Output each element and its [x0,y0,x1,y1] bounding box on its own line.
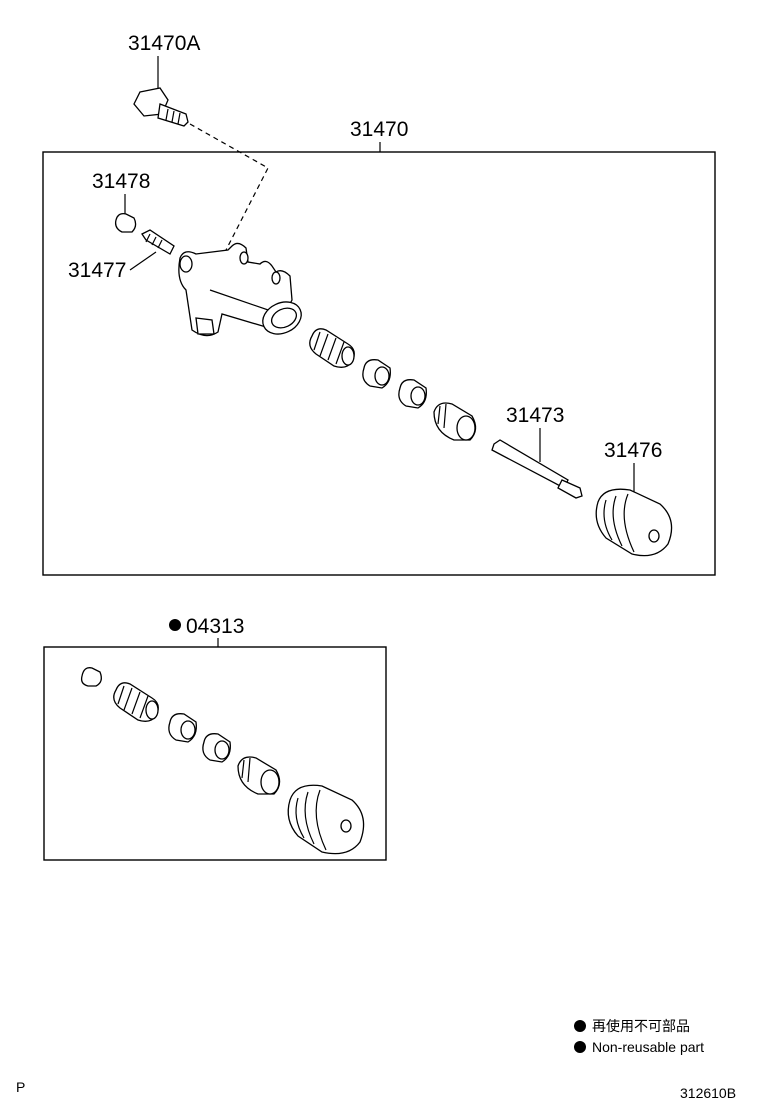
bleeder-part[interactable]: 31477 [68,229,175,282]
cup-part-1[interactable] [362,359,391,389]
kit-piston-part[interactable] [237,756,281,795]
label-31470: 31470 [350,118,408,141]
label-31473: 31473 [506,404,564,427]
legend-dot-ja [574,1020,586,1032]
repair-kit-box [43,646,387,861]
kit-cup-part-2[interactable] [202,733,231,763]
legend-english: Non-reusable part [592,1039,704,1055]
label-31470A: 31470A [128,32,200,55]
spring-part[interactable] [309,328,355,368]
bolt-part[interactable]: 31470A [128,32,200,127]
cup-part-2[interactable] [398,379,427,409]
assembly-box [42,151,716,576]
non-reusable-dot [169,619,181,631]
piston-part[interactable] [433,402,477,441]
boot-part[interactable]: 31476 [595,439,673,557]
cylinder-body[interactable] [178,242,307,340]
cap-part[interactable]: 31478 [92,170,150,233]
kit-cap-part[interactable] [80,667,102,687]
label-31478: 31478 [92,170,150,193]
diagram-id: 312610B [680,1085,736,1101]
legend-dot-en [574,1041,586,1053]
kit-cup-part-1[interactable] [168,713,197,743]
label-31477: 31477 [68,259,126,282]
kit-boot-part[interactable] [287,784,365,855]
legend-japanese: 再使用不可部品 [592,1018,690,1034]
push-rod-part[interactable]: 31473 [491,404,583,499]
label-04313: 04313 [186,615,244,638]
label-31476: 31476 [604,439,662,462]
kit-spring-part[interactable] [113,682,159,722]
footer-left-code: P [16,1079,25,1095]
